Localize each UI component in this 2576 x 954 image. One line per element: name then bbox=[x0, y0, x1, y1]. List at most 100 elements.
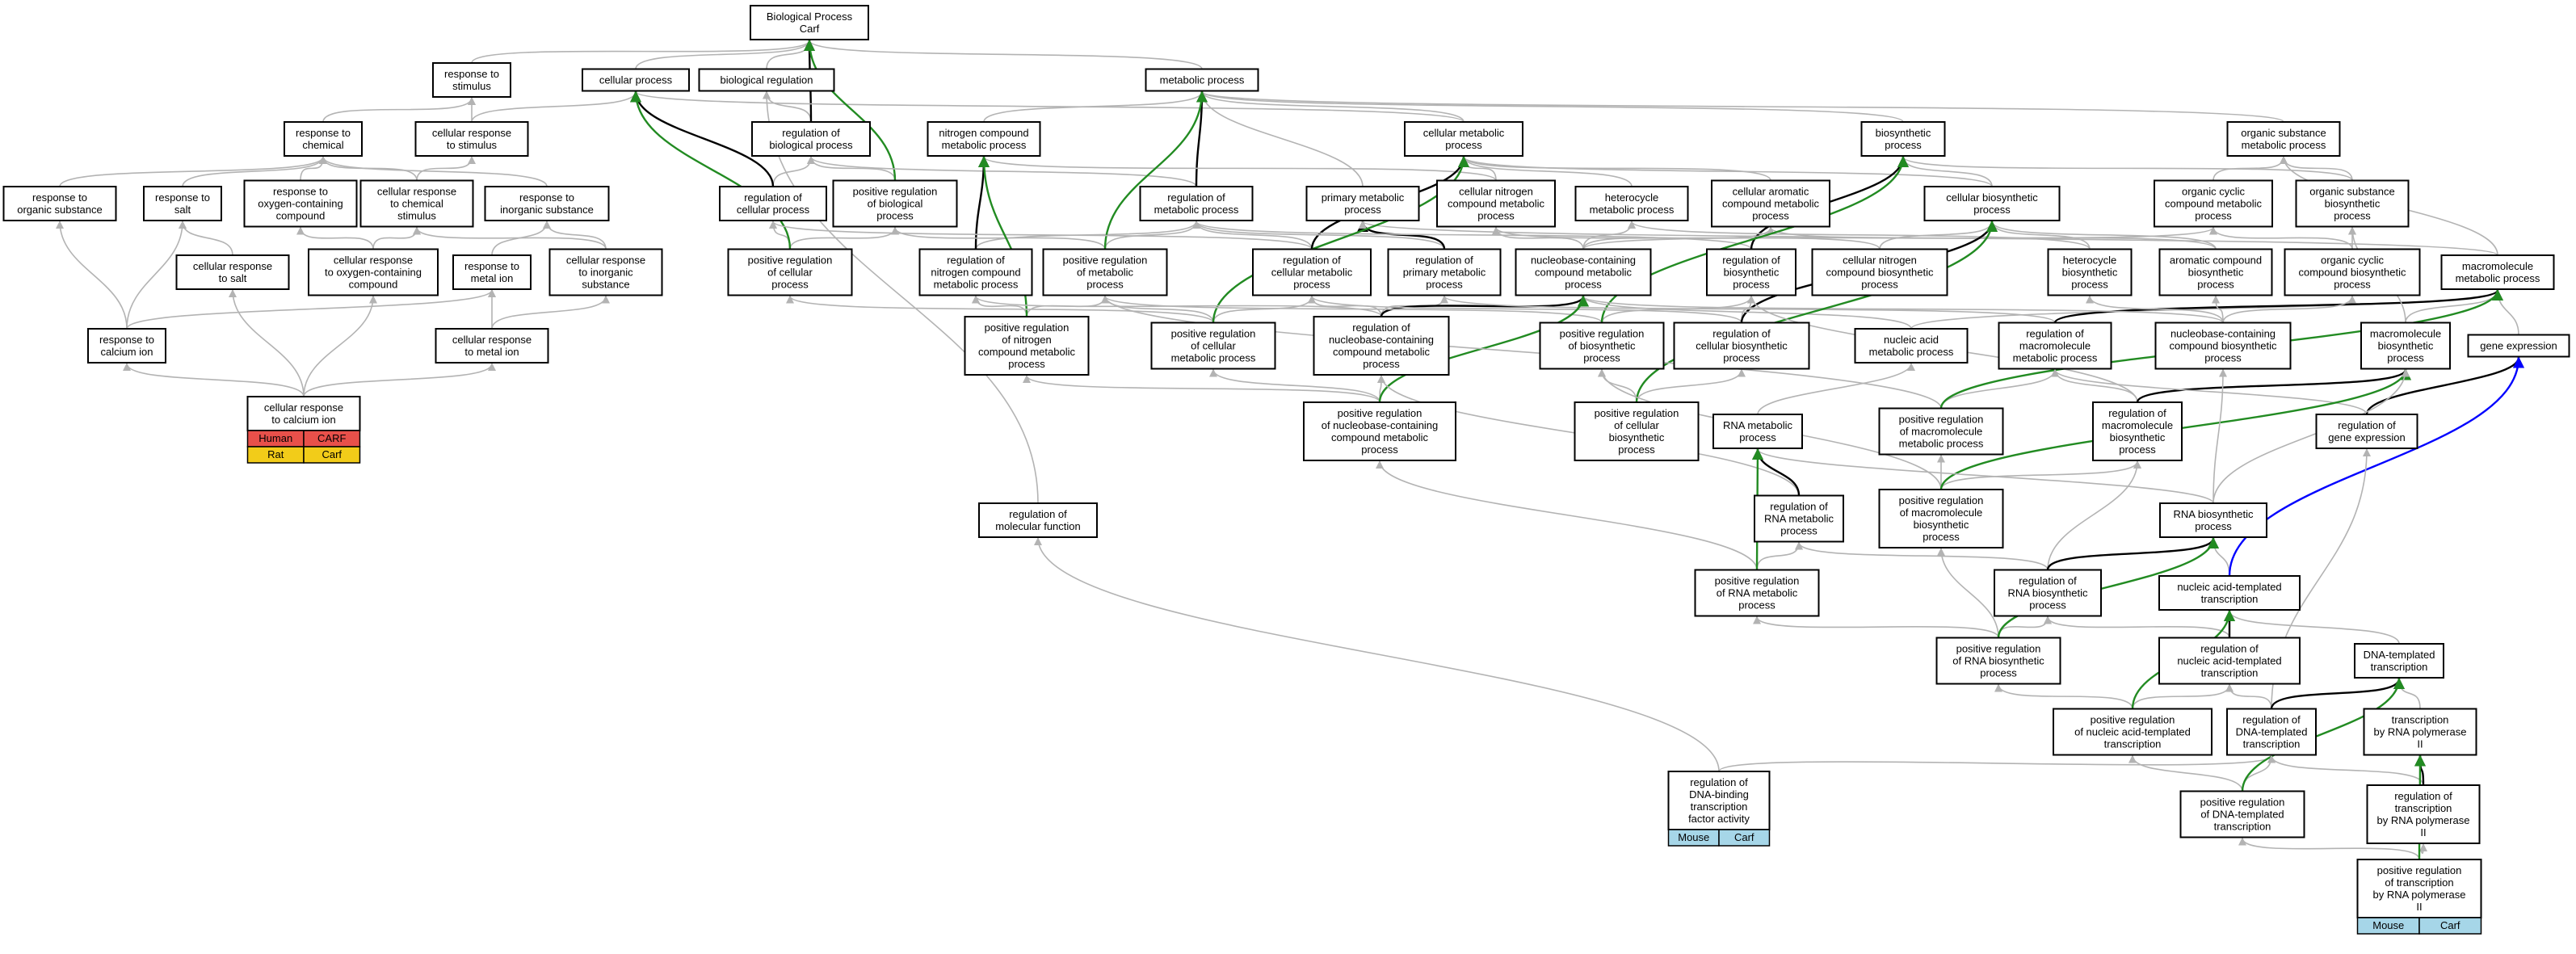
gene-symbol-label: Carf bbox=[2440, 919, 2460, 931]
node-box bbox=[698, 68, 835, 92]
node-label-line: regulation of bbox=[1352, 322, 1410, 334]
go-term-node-reg-dnabind[interactable]: regulation ofDNA-bindingtranscriptionfac… bbox=[1667, 771, 1771, 847]
go-term-node-met-proc[interactable]: metabolic process bbox=[1145, 68, 1259, 92]
node-label-line: nucleobase-containing bbox=[1329, 334, 1434, 346]
node-label-line: of cellular bbox=[1614, 419, 1659, 431]
go-term-node-gene-expr[interactable]: gene expression bbox=[2467, 334, 2570, 358]
edge-is-a bbox=[1899, 156, 1993, 187]
edge-positively-regulates bbox=[1103, 90, 1208, 250]
node-label-line: compound metabolic bbox=[1722, 198, 1819, 210]
node-label-line: Carf bbox=[800, 23, 820, 35]
edge-is-a bbox=[1192, 221, 1752, 250]
node-box bbox=[87, 328, 166, 364]
edge-is-a bbox=[1937, 548, 1999, 638]
node-label-line: process bbox=[1293, 279, 1330, 291]
node-label-line: gene expression bbox=[2480, 340, 2557, 352]
node-box bbox=[964, 316, 1090, 376]
go-term-node-cell-proc[interactable]: cellular process bbox=[582, 68, 690, 92]
edge-is-a bbox=[807, 156, 1197, 187]
go-term-node-reg-macro-biosyn[interactable]: regulation ofmacromoleculebiosyntheticpr… bbox=[2092, 401, 2183, 461]
edge-is-a bbox=[182, 156, 327, 187]
node-box bbox=[308, 248, 439, 296]
go-term-node-bio-reg[interactable]: biological regulation bbox=[698, 68, 835, 92]
gene-symbol-label: Carf bbox=[321, 448, 342, 460]
go-term-node-reg-nucbase-met[interactable]: regulation ofnucleobase-containingcompou… bbox=[1313, 316, 1450, 376]
node-label-line: response to bbox=[464, 260, 519, 272]
gene-symbol-label: Carf bbox=[1734, 831, 1754, 843]
